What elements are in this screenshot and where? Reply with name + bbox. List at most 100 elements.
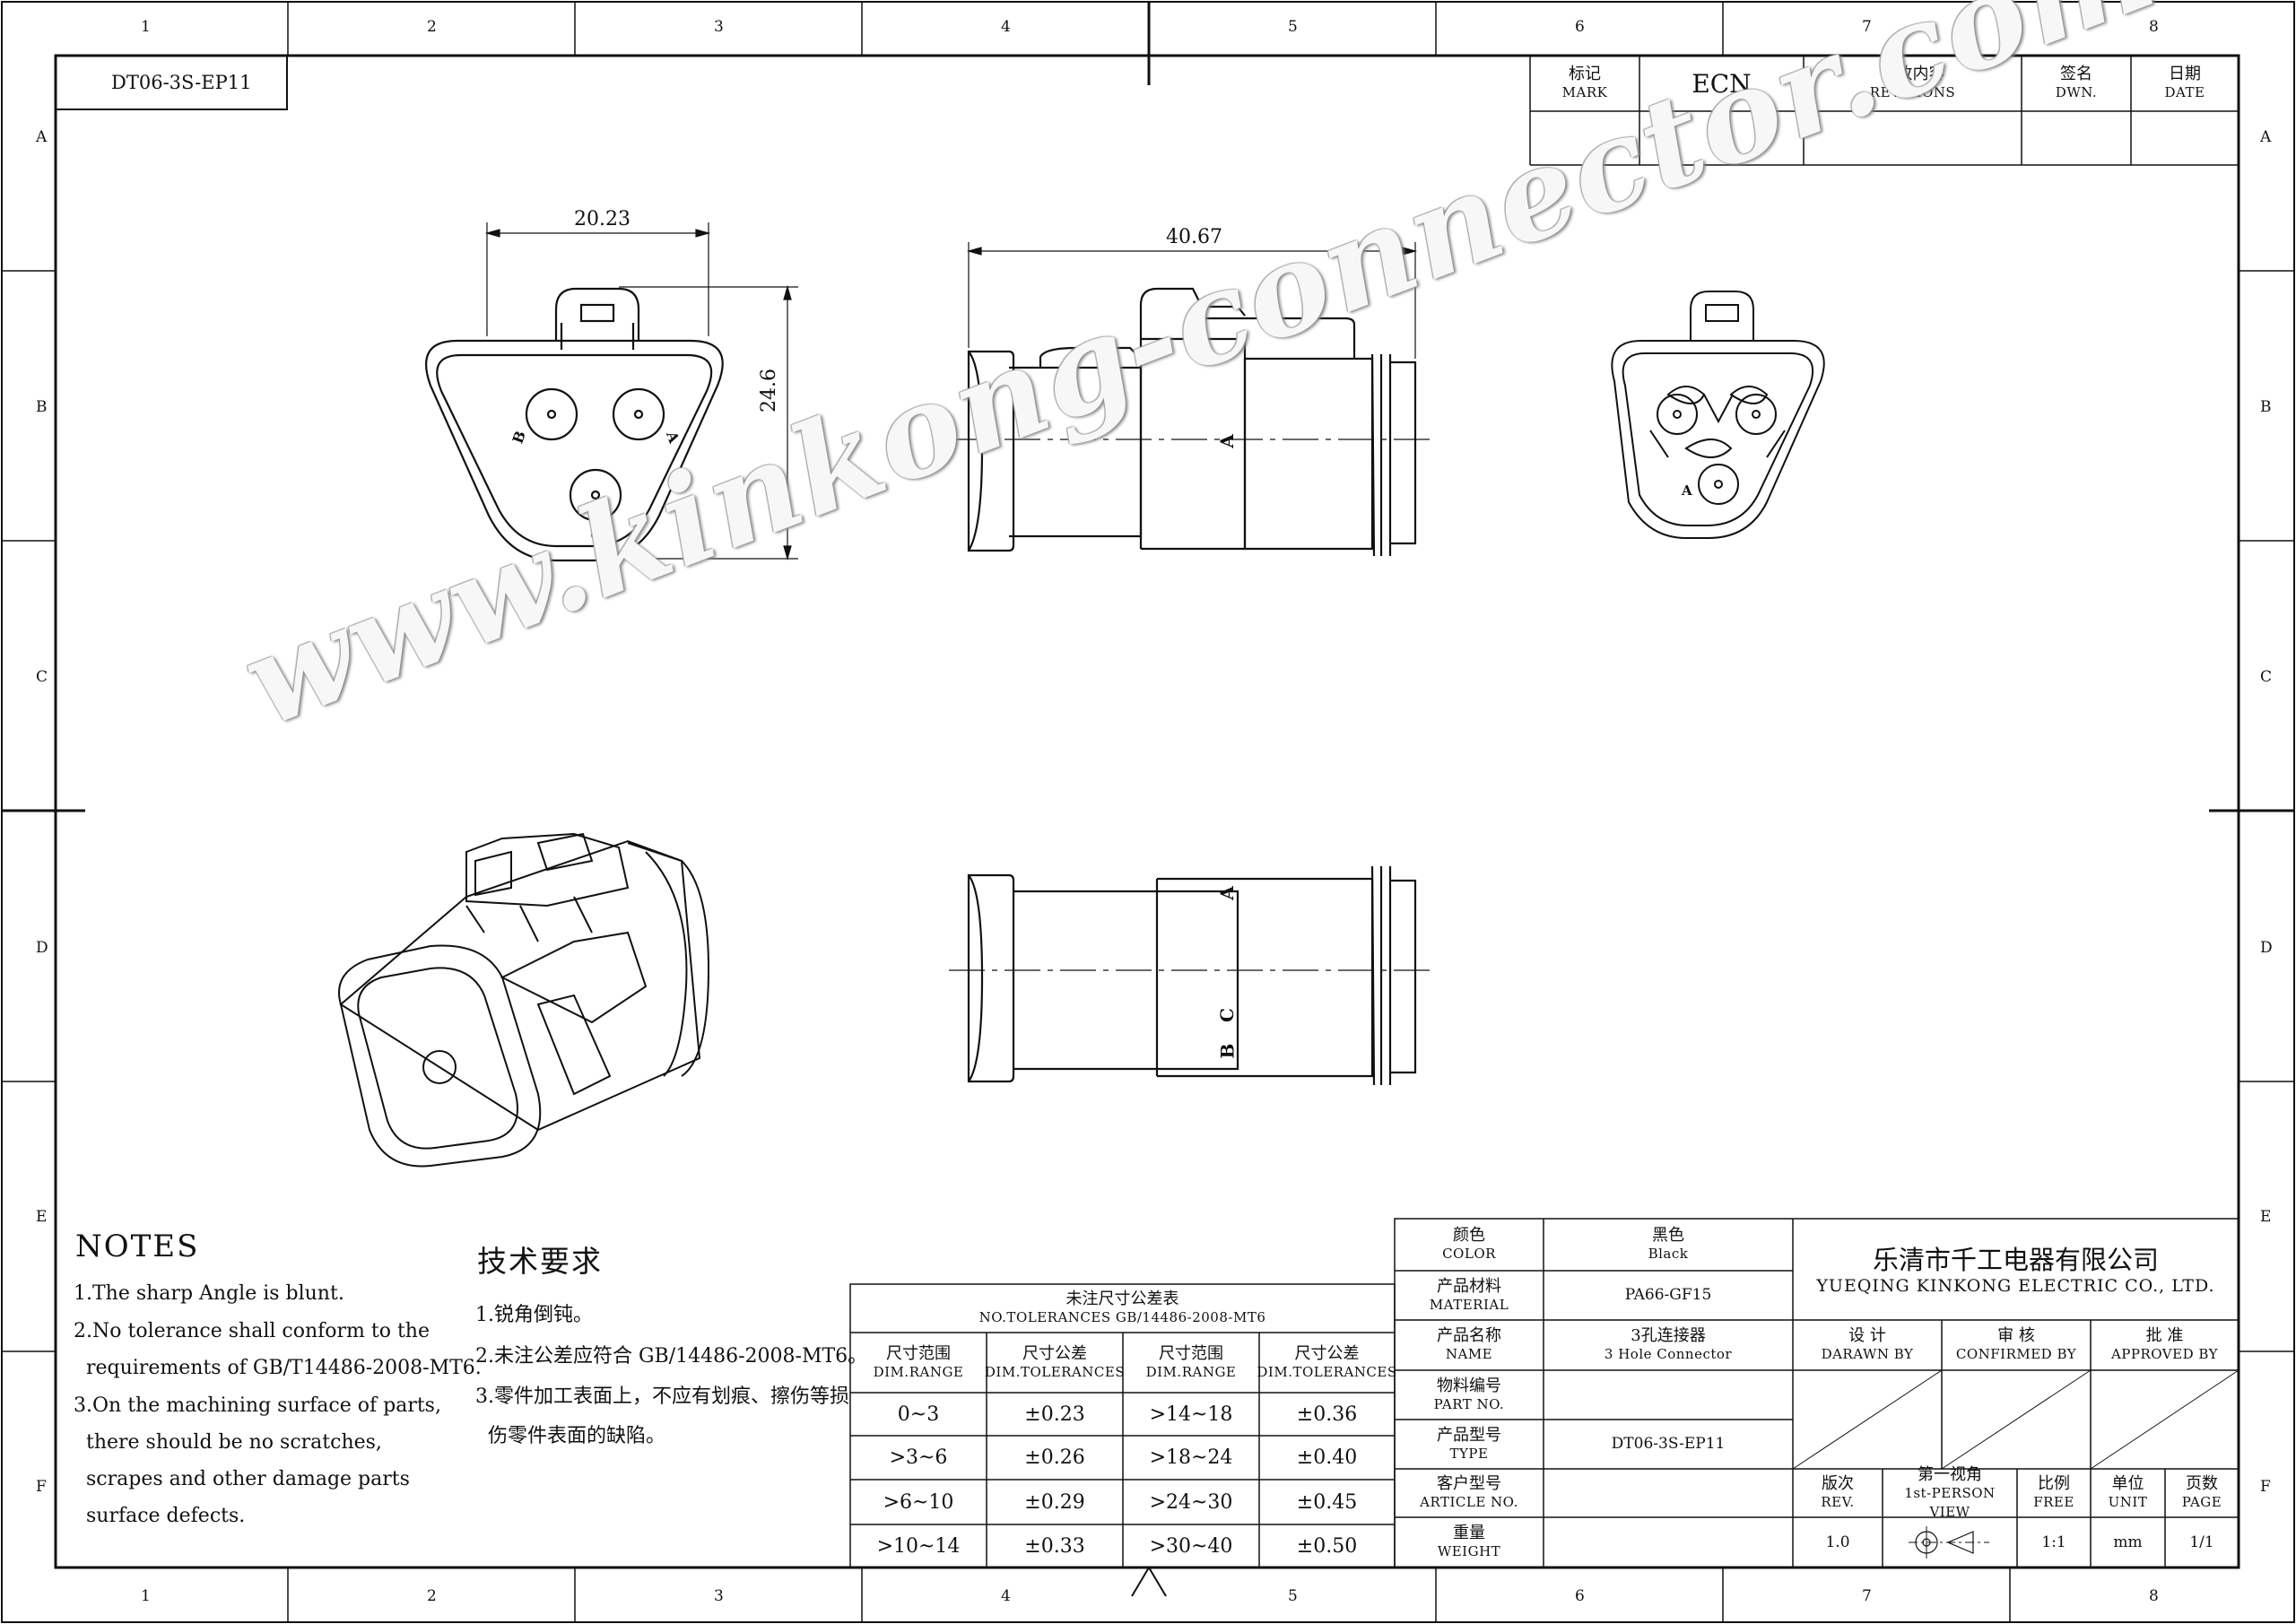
notes-cn-title: 技术要求: [477, 1244, 603, 1279]
zone-row-e-right: E: [2260, 1208, 2272, 1226]
zone-col-6: 6: [1575, 18, 1585, 36]
tb-approve: 批 准 APPROVED BY: [2110, 1326, 2219, 1362]
tb-type-value: DT06-3S-EP11: [1611, 1435, 1726, 1453]
tolerance-cell: >14~18: [1149, 1403, 1233, 1426]
terminal-label-a: A: [1682, 482, 1692, 499]
tb-unit-label: 单位 UNIT: [2108, 1474, 2148, 1510]
isometric-view: [338, 832, 710, 1168]
notes-item-5: there should be no scratches,: [74, 1431, 382, 1454]
tolerance-header-1: 尺寸范围 DIM.RANGE: [873, 1343, 964, 1380]
zone-row-f-right: F: [2260, 1478, 2271, 1496]
zone-col-1-bottom: 1: [141, 1587, 151, 1605]
dim-front-width: 20.23: [574, 208, 631, 230]
zone-row-e: E: [36, 1208, 48, 1226]
zone-col-8-bottom: 8: [2149, 1587, 2159, 1605]
zone-row-c: C: [36, 668, 48, 686]
side-label-a: A: [1215, 434, 1238, 448]
notes-item-4: 3.On the machining surface of parts,: [74, 1394, 441, 1417]
tolerance-cell: >30~40: [1149, 1534, 1233, 1558]
side-label-c-bottom: C: [1215, 1008, 1238, 1022]
zone-col-8: 8: [2149, 18, 2159, 36]
zone-col-3: 3: [714, 18, 724, 36]
notes-cn-item-4: 伤零件表面的缺陷。: [475, 1425, 665, 1447]
tb-color-value: 黑色 Black: [1648, 1226, 1689, 1262]
tb-company: 乐清市千工电器有限公司 YUEQING KINKONG ELECTRIC CO.…: [1816, 1245, 2215, 1296]
tb-view-label: 第一视角 1st-PERSON VIEW: [1904, 1464, 1996, 1520]
tolerance-cell: >6~10: [883, 1490, 954, 1514]
tolerance-cell: >10~14: [876, 1534, 961, 1558]
tolerance-header-2: 尺寸公差 DIM.TOLERANCES: [984, 1343, 1126, 1380]
front-view-terminals: [1611, 291, 1825, 539]
revision-table-lines: [1529, 56, 2239, 166]
tolerance-cell: >18~24: [1149, 1446, 1233, 1469]
tb-scale-value: 1:1: [2041, 1533, 2066, 1551]
zone-row-f: F: [36, 1478, 47, 1496]
tolerance-cell: ±0.50: [1296, 1534, 1358, 1558]
tolerance-cell: ±0.33: [1024, 1534, 1085, 1558]
tb-article-no-value: [1544, 1469, 1793, 1517]
tb-part-no-value: [1544, 1370, 1793, 1420]
front-dimensions: [484, 222, 798, 561]
tolerance-cell: >3~6: [889, 1446, 948, 1469]
tb-part-no-label: 物料编号 PART NO.: [1433, 1376, 1505, 1412]
tb-material-value: PA66-GF15: [1624, 1286, 1712, 1304]
zone-col-7-bottom: 7: [1862, 1587, 1872, 1605]
notes-item-6: scrapes and other damage parts: [74, 1468, 410, 1490]
tolerance-header-4: 尺寸公差 DIM.TOLERANCES: [1257, 1343, 1397, 1380]
side-view-dims: [949, 242, 1431, 440]
side-label-b-bottom: B: [1216, 1043, 1239, 1059]
front-view: [425, 287, 724, 562]
tb-color-label: 颜色 COLOR: [1442, 1226, 1496, 1262]
rev-dwn: 签名 DWN.: [2055, 65, 2098, 100]
dim-side-length: 40.67: [1166, 226, 1222, 248]
notes-item-2: 2.No tolerance shall conform to the: [74, 1320, 430, 1342]
notes-cn-item-1: 1.锐角倒钝。: [475, 1304, 593, 1326]
zone-row-b-right: B: [2260, 398, 2272, 416]
zone-row-d-right: D: [2260, 939, 2273, 957]
tb-material-label: 产品材料 MATERIAL: [1429, 1276, 1509, 1313]
zone-row-c-right: C: [2260, 668, 2273, 686]
rev-ecn: ECN: [1692, 68, 1752, 99]
tb-rev-label: 版次 REV.: [1821, 1474, 1855, 1510]
zone-row-a-right: A: [2260, 128, 2272, 146]
zone-col-5-bottom: 5: [1288, 1587, 1298, 1605]
tb-page-value: 1/1: [2189, 1533, 2214, 1551]
tolerance-cell: ±0.40: [1296, 1446, 1358, 1469]
tolerance-cell: ±0.29: [1024, 1490, 1085, 1514]
tolerance-table-title: 未注尺寸公差表 NO.TOLERANCES GB/14486-2008-MT6: [978, 1290, 1266, 1325]
zone-row-b: B: [36, 398, 48, 416]
tb-name-label: 产品名称 NAME: [1437, 1326, 1501, 1362]
tolerance-cell: ±0.23: [1024, 1403, 1085, 1426]
tb-article-no-label: 客户型号 ARTICLE NO.: [1420, 1474, 1518, 1510]
tb-scale-label: 比例 FREE: [2033, 1474, 2074, 1510]
rev-revisions: 修改内容 REVISIONS: [1869, 65, 1956, 100]
tolerance-cell: 0~3: [897, 1403, 940, 1426]
projection-symbol-icon: [1883, 1517, 2017, 1568]
zone-col-1: 1: [141, 18, 151, 36]
tb-weight-value: [1544, 1517, 1793, 1568]
side-view-bottom: [967, 865, 1417, 1086]
zone-col-5: 5: [1288, 18, 1298, 36]
zone-col-2-bottom: 2: [427, 1587, 437, 1605]
rev-mark: 标记 MARK: [1561, 65, 1608, 100]
tolerance-cell: ±0.36: [1296, 1403, 1358, 1426]
tb-page-label: 页数 PAGE: [2181, 1474, 2222, 1510]
title-block-lines: [1394, 1218, 2239, 1568]
drawing-id: DT06-3S-EP11: [111, 72, 252, 93]
rev-date: 日期 DATE: [2164, 65, 2205, 100]
zone-col-4: 4: [1001, 18, 1011, 36]
tb-unit-value: mm: [2113, 1533, 2143, 1551]
zone-col-7: 7: [1862, 18, 1872, 36]
zone-col-2: 2: [427, 18, 437, 36]
tolerance-cell: ±0.45: [1296, 1490, 1358, 1514]
notes-item-1: 1.The sharp Angle is blunt.: [74, 1282, 344, 1305]
notes-item-7: surface defects.: [74, 1505, 246, 1527]
tb-type-label: 产品型号 TYPE: [1437, 1425, 1501, 1462]
zone-col-6-bottom: 6: [1575, 1587, 1585, 1605]
tolerance-cell: >24~30: [1149, 1490, 1233, 1514]
tb-confirm: 审 核 CONFIRMED BY: [1955, 1326, 2077, 1362]
zone-row-a: A: [36, 128, 48, 146]
tolerance-cell: ±0.26: [1024, 1446, 1085, 1469]
zone-row-d: D: [36, 939, 48, 957]
notes-cn-item-3: 3.零件加工表面上，不应有划痕、擦伤等损: [475, 1385, 849, 1408]
